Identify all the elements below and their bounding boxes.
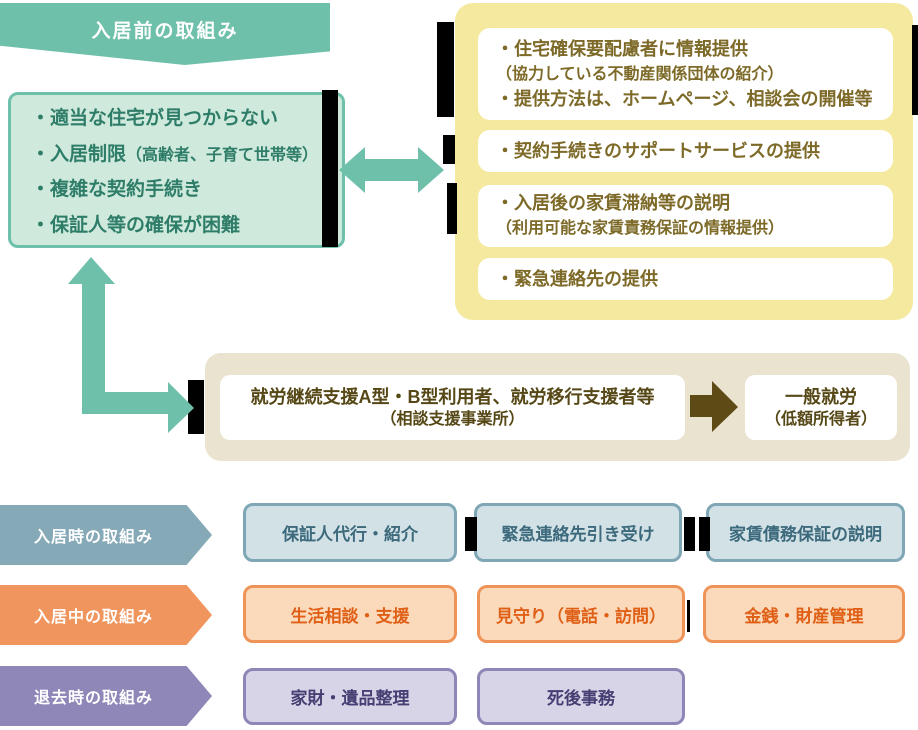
living-box: 生活相談・支援 (243, 585, 457, 643)
black-bar (437, 22, 454, 117)
movein-box: 緊急連絡先引き受け (474, 503, 682, 562)
employment-panel: 就労継続支援A型・B型利用者、就労移行支援者等 （相談支援事業所） 一般就労 （… (205, 353, 910, 461)
problem-item: ・適当な住宅が見つからない (31, 108, 279, 130)
problems-box: ・適当な住宅が見つからない ・入居制限（高齢者、子育て世帯等） ・複雑な契約手続… (8, 92, 345, 248)
pre-movein-banner: 入居前の取組み (0, 3, 330, 65)
problem-item: ・入居制限（高齢者、子育て世帯等） (31, 143, 319, 165)
black-bar (684, 517, 695, 551)
employment-target-box: 一般就労 （低額所得者） (745, 375, 897, 440)
black-bar (465, 517, 477, 551)
moveout-box: 家財・遺品整理 (243, 668, 457, 725)
living-box: 金銭・財産管理 (703, 585, 905, 643)
living-box: 見守り（電話・訪問） (477, 585, 685, 643)
support-box: ・契約手続きのサポートサービスの提供 (478, 130, 893, 172)
black-bar (699, 517, 710, 551)
employment-source-box: 就労継続支援A型・B型利用者、就労移行支援者等 （相談支援事業所） (220, 375, 685, 440)
support-line: ・緊急連絡先の提供 (496, 268, 658, 289)
support-line: （利用可能な家賃責務保証の情報提供） (496, 220, 785, 237)
support-line: ・住宅確保要配慮者に情報提供 (496, 38, 748, 59)
problem-item: ・保証人等の確保が困難 (31, 214, 241, 236)
support-box: ・緊急連絡先の提供 (478, 258, 893, 300)
support-line: （協力している不動産関係団体の紹介） (496, 65, 784, 83)
black-bar (912, 25, 918, 115)
double-arrow-icon (339, 147, 444, 193)
black-bar (687, 600, 690, 632)
row-label-movein: 入居時の取組み (0, 505, 212, 565)
row-label-living: 入居中の取組み (0, 585, 212, 645)
problem-item: ・複雑な契約手続き (31, 179, 203, 201)
black-bar (322, 90, 338, 247)
support-line: ・入居後の家賃滞納等の説明 (496, 193, 730, 213)
movein-box: 家賃債務保証の説明 (706, 503, 905, 562)
black-bar (443, 135, 455, 164)
row-label-moveout: 退去時の取組み (0, 666, 212, 726)
elbow-arrow-icon (68, 257, 194, 433)
black-bar (447, 183, 457, 234)
pre-movein-support-panel: ・住宅確保要配慮者に情報提供 （協力している不動産関係団体の紹介） ・提供方法は… (455, 3, 913, 320)
movein-box: 保証人代行・紹介 (243, 503, 457, 562)
support-box: ・住宅確保要配慮者に情報提供 （協力している不動産関係団体の紹介） ・提供方法は… (478, 28, 893, 120)
moveout-box: 死後事務 (477, 668, 685, 725)
support-line: ・提供方法は、ホームページ、相談会の開催等 (496, 88, 873, 109)
pre-movein-banner-label: 入居前の取組み (91, 21, 239, 42)
black-bar (188, 380, 204, 434)
support-box: ・入居後の家賃滞納等の説明 （利用可能な家賃責務保証の情報提供） (478, 185, 893, 247)
support-line: ・契約手続きのサポートサービスの提供 (496, 140, 820, 161)
